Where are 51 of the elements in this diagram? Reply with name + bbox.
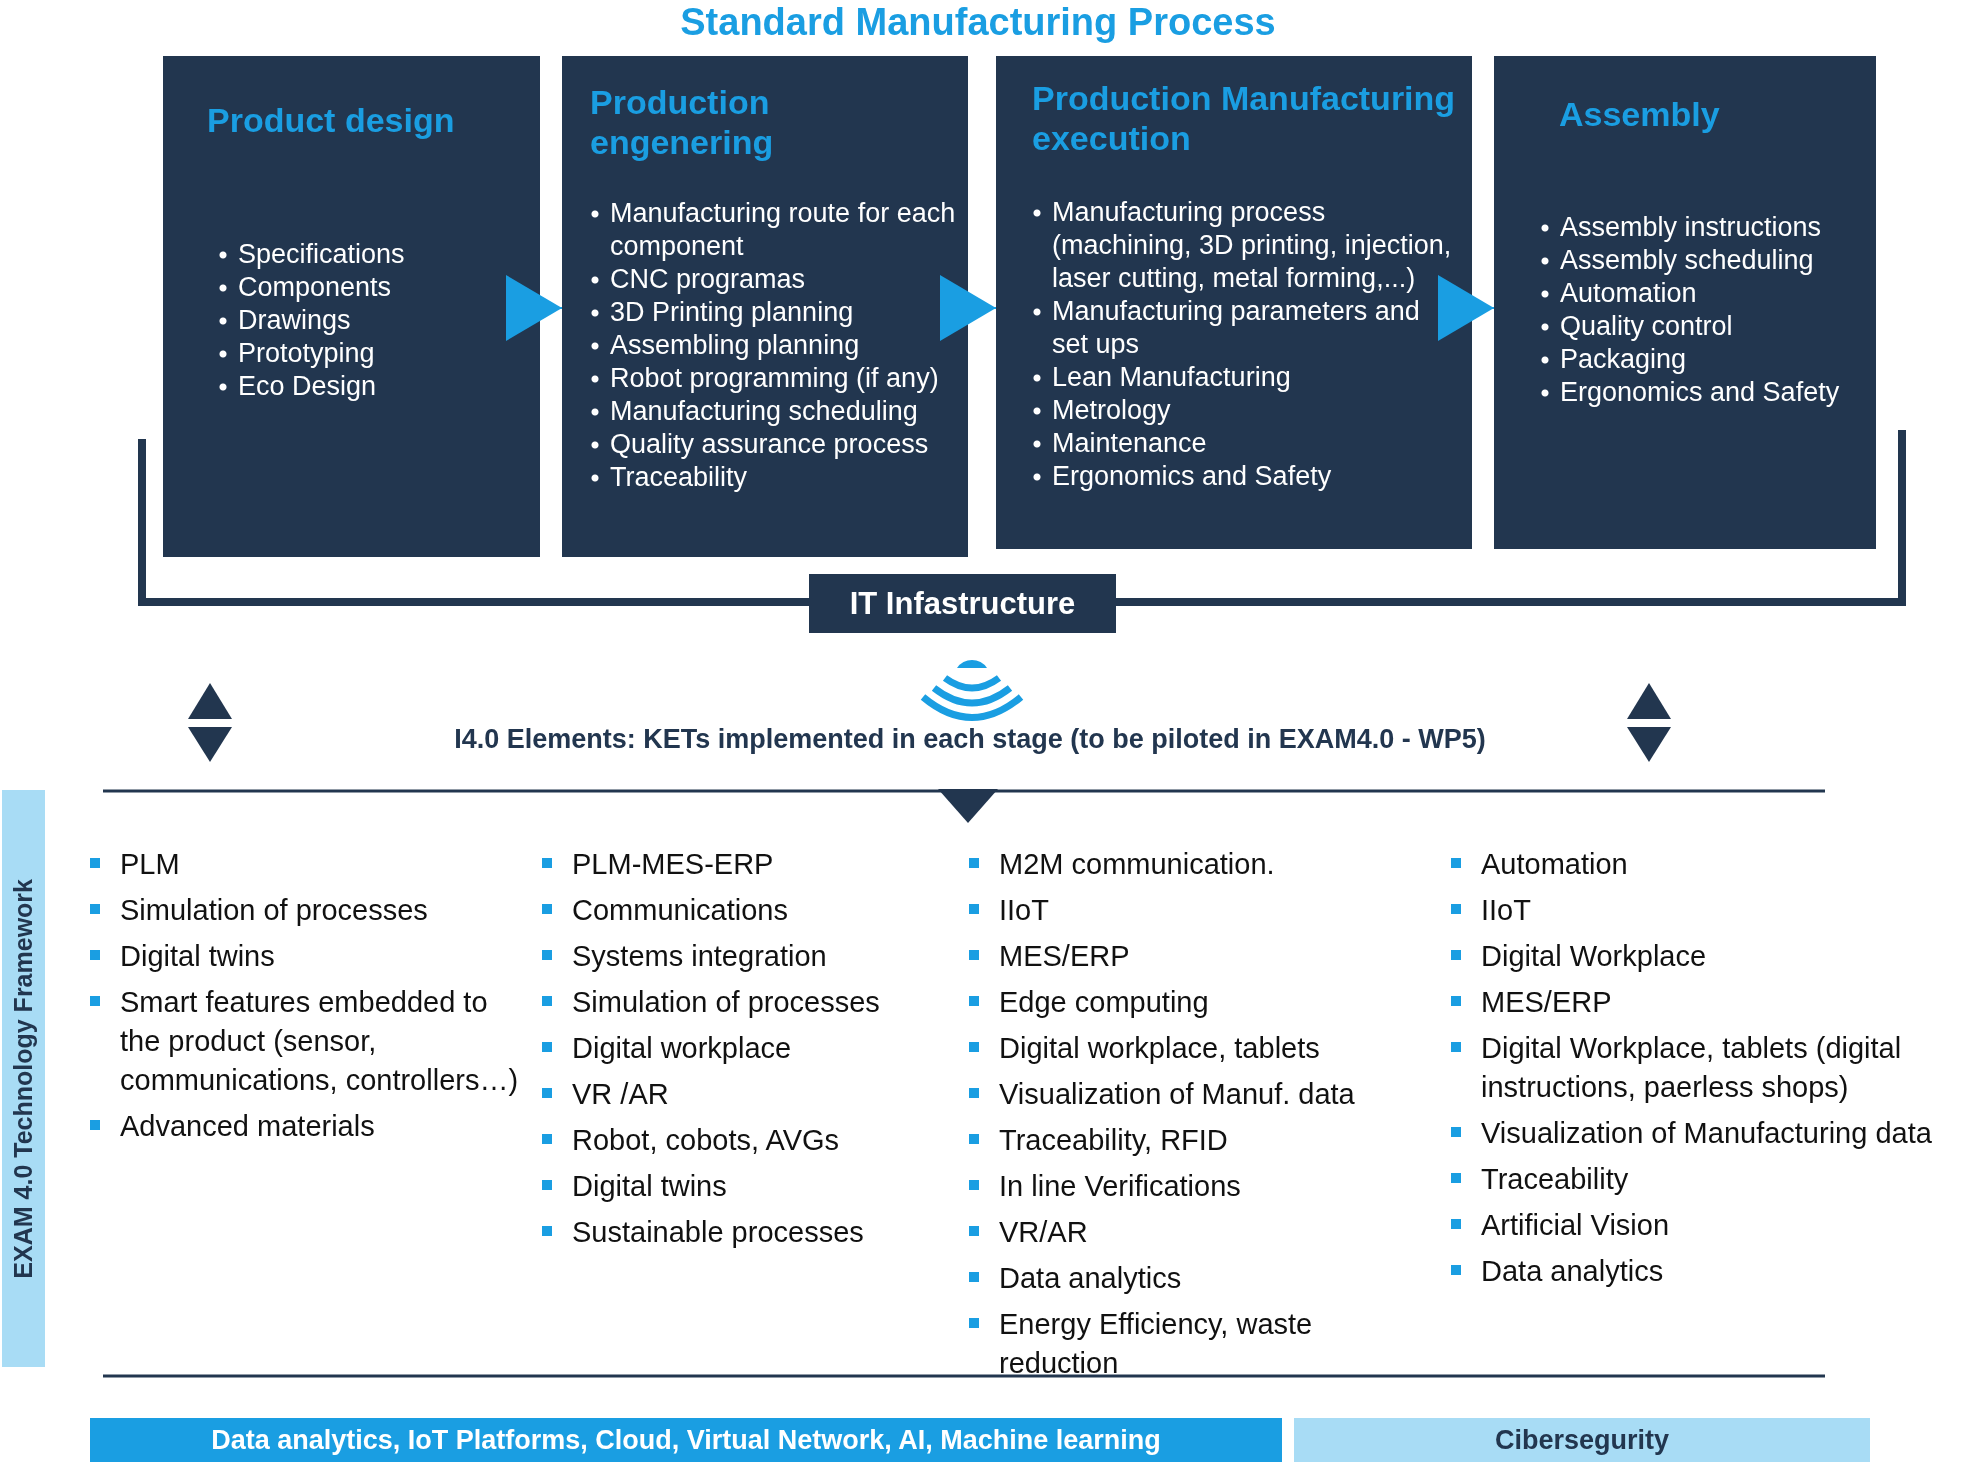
list-item: Smart features embedded to the product (sensor, communications, controllers…): [90, 983, 520, 1100]
section-heading: I4.0 Elements: KETs implemented in each stage (to be piloted in EXAM4.0 - WP5): [453, 724, 1487, 755]
list-item: Simulation of processes: [542, 983, 942, 1022]
list-item: Robot, cobots, AVGs: [542, 1121, 942, 1160]
list-item: Digital Workplace, tablets (digital instructions, paerless shops): [1451, 1029, 1956, 1107]
list-item: Systems integration: [542, 937, 942, 976]
list-item: Traceability: [1451, 1160, 1956, 1199]
list-item: PLM: [90, 845, 520, 884]
list-item: Digital twins: [90, 937, 520, 976]
list-item: Sustainable processes: [542, 1213, 942, 1252]
stage-heading: Production engenering: [590, 82, 775, 162]
list-item: Visualization of Manuf. data: [969, 1075, 1429, 1114]
stage-box: [562, 56, 968, 557]
list-item: VR/AR: [969, 1213, 1429, 1252]
list-item: MES/ERP: [969, 937, 1429, 976]
side-band: EXAM 4.0 Technology Framework: [2, 790, 45, 1367]
infrastructure-box: IT Infastructure: [809, 574, 1116, 633]
list-item: Digital Workplace: [1451, 937, 1956, 976]
list-item: Traceability, RFID: [969, 1121, 1429, 1160]
list-item: Digital workplace: [542, 1029, 942, 1068]
arrow: [1438, 275, 1495, 341]
list-item: PLM-MES-ERP: [542, 845, 942, 884]
list-item: In line Verifications: [969, 1167, 1429, 1206]
security-bar: Cibersegurity: [1294, 1418, 1870, 1462]
list-item: Edge computing: [969, 983, 1429, 1022]
stage-heading: Production Manufacturing execution: [1032, 78, 1457, 158]
list-item: Digital twins: [542, 1167, 942, 1206]
list-item: VR /AR: [542, 1075, 942, 1114]
arrow: [506, 275, 563, 341]
list-item: Advanced materials: [90, 1107, 520, 1146]
list-item: Automation: [1451, 845, 1956, 884]
list-item: M2M communication.: [969, 845, 1429, 884]
list-item: Digital workplace, tablets: [969, 1029, 1429, 1068]
list-item: Energy Efficiency, waste reduction: [969, 1305, 1429, 1383]
stage-heading: Assembly: [1559, 94, 1721, 134]
list-item: Communications: [542, 891, 942, 930]
stage-box: [1494, 56, 1876, 549]
list-item: Visualization of Manufacturing data: [1451, 1114, 1956, 1153]
arrow: [940, 275, 997, 341]
stage-box: [996, 56, 1472, 549]
list-item: MES/ERP: [1451, 983, 1956, 1022]
list-item: IIoT: [1451, 891, 1956, 930]
list-item: Data analytics: [969, 1259, 1429, 1298]
list-item: Artificial Vision: [1451, 1206, 1956, 1245]
list-item: Data analytics: [1451, 1252, 1956, 1291]
list-item: IIoT: [969, 891, 1429, 930]
stage-box: [163, 56, 540, 557]
stage-heading: Product design: [207, 100, 456, 140]
technology-bar: Data analytics, IoT Platforms, Cloud, Virtual Network, AI, Machine learning: [90, 1418, 1282, 1462]
list-item: Simulation of processes: [90, 891, 520, 930]
diagram-title: Standard Manufacturing Process: [679, 0, 1277, 44]
